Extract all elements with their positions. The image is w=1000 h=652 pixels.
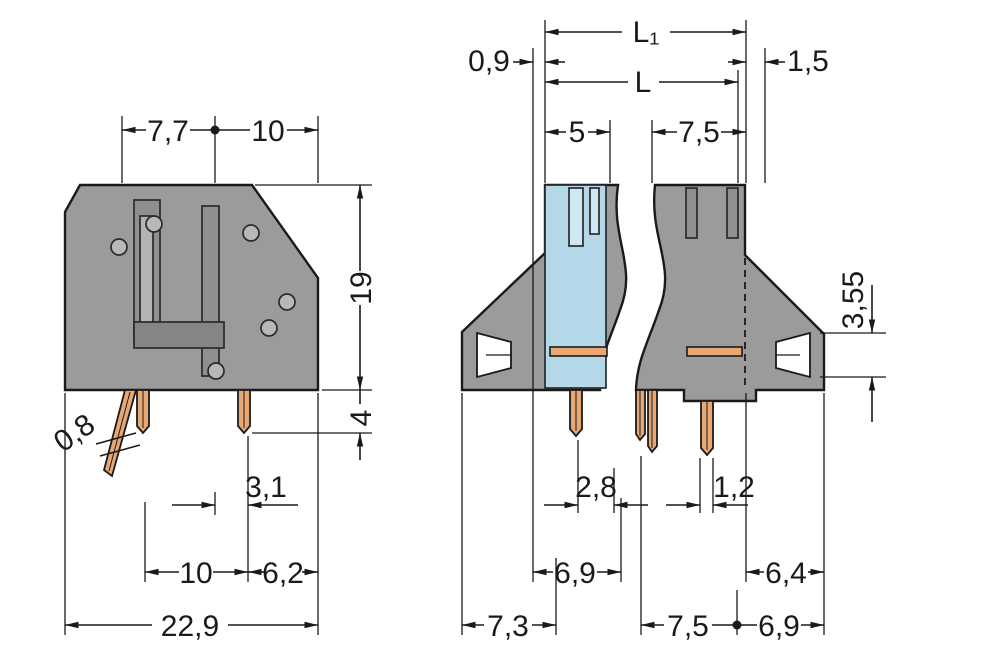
front-view-body bbox=[460, 183, 826, 457]
dim-label-6-2: 6,2 bbox=[262, 557, 304, 590]
dim-label-3-1: 3,1 bbox=[245, 471, 287, 504]
dim-label-10-bottom: 10 bbox=[179, 557, 212, 590]
contact-bars bbox=[549, 346, 743, 357]
side-slot-insert-1 bbox=[139, 215, 154, 329]
side-horizontal-slot bbox=[133, 321, 225, 349]
solder-pins-side bbox=[102, 389, 251, 478]
dim-label-6-9-mid: 6,9 bbox=[554, 557, 596, 590]
dim-label-10-top: 10 bbox=[251, 115, 284, 148]
side-view-housing bbox=[63, 183, 320, 392]
side-view-holes bbox=[110, 215, 296, 380]
pole-slot-1 bbox=[568, 187, 584, 247]
dim-label-3-55: 3,55 bbox=[837, 271, 870, 329]
dim-label-7-7: 7,7 bbox=[147, 115, 189, 148]
dim-label-22-9: 22,9 bbox=[161, 610, 219, 643]
contact-bar-right bbox=[686, 346, 743, 357]
dim-label-6-9-bottom: 6,9 bbox=[758, 610, 800, 643]
dim-label-6-4: 6,4 bbox=[765, 557, 807, 590]
conductor-entry-funnels bbox=[476, 331, 811, 379]
front-view-dimension-lines bbox=[462, 28, 876, 630]
pole-slot-2 bbox=[589, 187, 600, 235]
dim-label-0-9: 0,9 bbox=[468, 45, 510, 78]
dim-label-7-3: 7,3 bbox=[487, 610, 529, 643]
dim-label-L: L bbox=[635, 66, 652, 99]
dim-label-1-2: 1,2 bbox=[713, 471, 755, 504]
dim-label-7-5-top: 7,5 bbox=[678, 116, 720, 149]
dim-label-5: 5 bbox=[569, 116, 586, 149]
side-view-dimension-labels: 7,7 10 19 4 0,8 3,1 10 6,2 22,9 bbox=[48, 115, 378, 643]
front-view-dimension-labels: L₁ L 0,9 1,5 5 7,5 3,55 2,8 1,2 6,9 6,4 … bbox=[468, 16, 870, 643]
dim-label-L1: L₁ bbox=[633, 16, 660, 49]
dim-label-2-8: 2,8 bbox=[575, 471, 617, 504]
dim-label-4: 4 bbox=[345, 410, 378, 427]
solder-pins-front bbox=[569, 389, 714, 457]
front-slot-right-1 bbox=[685, 187, 698, 239]
dim-label-7-5-bottom: 7,5 bbox=[667, 610, 709, 643]
dim-label-0-8: 0,8 bbox=[48, 408, 101, 459]
front-view-extension-lines bbox=[461, 20, 886, 635]
dim-label-19: 19 bbox=[345, 271, 378, 304]
dim-label-1-5: 1,5 bbox=[787, 45, 829, 78]
side-view-dimension-lines bbox=[65, 125, 364, 629]
front-slot-right-2 bbox=[726, 187, 739, 239]
contact-bar-left bbox=[549, 346, 608, 357]
side-view-body bbox=[63, 183, 320, 478]
side-slot-channel-2 bbox=[201, 205, 220, 377]
pin-side-angled bbox=[102, 389, 138, 478]
